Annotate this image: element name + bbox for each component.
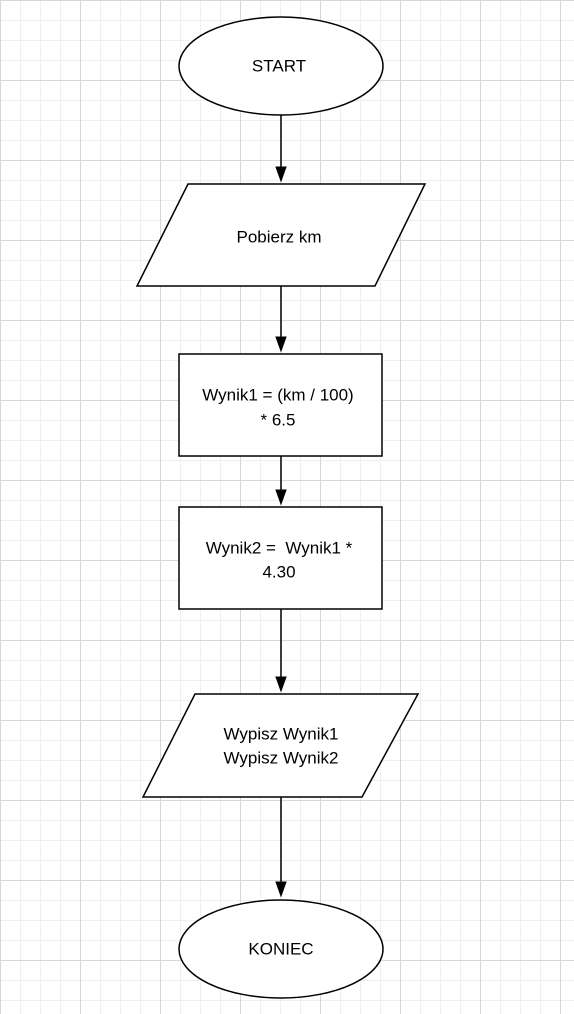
- calc-wynik1-node[interactable]: Wynik1 = (km / 100) * 6.5: [178, 353, 383, 457]
- input-km-node[interactable]: Pobierz km: [135, 183, 427, 287]
- connector-start-to-input: [275, 115, 287, 183]
- calc-wynik2-rect: [178, 506, 383, 610]
- end-label: KONIEC: [248, 940, 313, 959]
- calc-wynik2-label-line2: 4.30: [262, 563, 295, 582]
- calc-wynik2-label-line1: Wynik2 = Wynik1 *: [206, 539, 353, 558]
- start-ellipse: [178, 16, 384, 116]
- input-km-label: Pobierz km: [236, 228, 321, 247]
- calc-wynik2-node[interactable]: Wynik2 = Wynik1 * 4.30: [178, 506, 383, 610]
- arrowhead: [275, 676, 287, 693]
- input-km-parallelogram: [135, 183, 427, 287]
- end-ellipse: [178, 899, 384, 999]
- calc-wynik1-label-line2: * 6.5: [261, 411, 296, 430]
- output-wyniki-label-line1: Wypisz Wynik1: [224, 725, 339, 744]
- connector-input-to-calc1: [275, 286, 287, 353]
- output-wyniki-parallelogram: [141, 693, 420, 798]
- calc-wynik1-rect: [178, 353, 383, 457]
- connector-calc2-to-output: [275, 609, 287, 693]
- arrowhead: [275, 489, 287, 506]
- calc-wynik1-label-line1: Wynik1 = (km / 100): [202, 386, 353, 405]
- output-wyniki-node[interactable]: Wypisz Wynik1 Wypisz Wynik2: [141, 693, 420, 798]
- start-terminator[interactable]: START: [178, 16, 384, 116]
- output-wyniki-label-line2: Wypisz Wynik2: [224, 749, 339, 768]
- arrowhead: [275, 881, 287, 898]
- connector-calc1-to-calc2: [275, 456, 287, 506]
- arrowhead: [275, 166, 287, 183]
- start-label: START: [252, 57, 306, 76]
- end-terminator[interactable]: KONIEC: [178, 899, 384, 999]
- connector-output-to-end: [275, 797, 287, 898]
- arrowhead: [275, 336, 287, 353]
